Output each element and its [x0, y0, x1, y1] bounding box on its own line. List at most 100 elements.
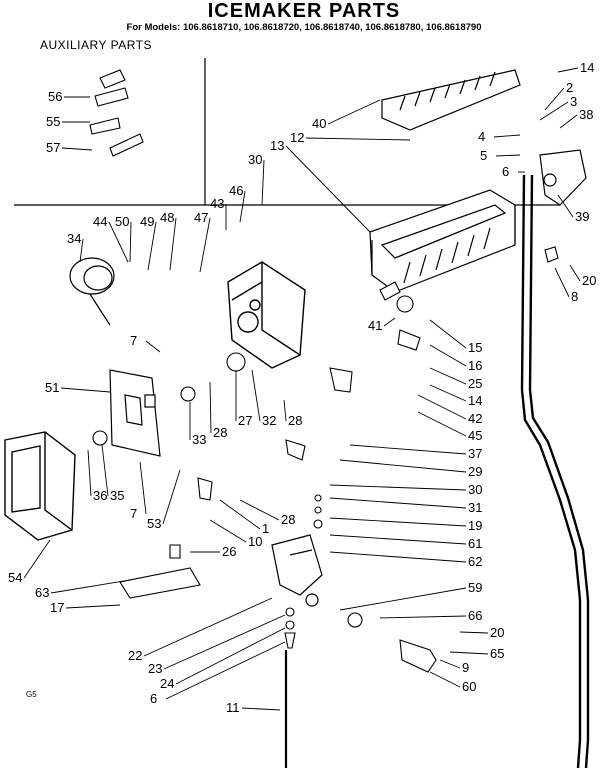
- fill-cup: [539, 149, 587, 206]
- callout-leader: [329, 497, 467, 509]
- callout-label: 14: [580, 60, 594, 75]
- callout-leader: [554, 267, 570, 298]
- callout-leader: [239, 499, 280, 521]
- callout-label: 13: [270, 138, 284, 153]
- callout-leader: [241, 707, 281, 711]
- callout-label: 38: [579, 107, 593, 122]
- callout-leader: [50, 579, 131, 594]
- callout-label: 57: [46, 140, 60, 155]
- callout-leader: [569, 264, 581, 282]
- callout-label: 16: [468, 358, 482, 373]
- callout-label: 6: [502, 164, 509, 179]
- callout-label: 59: [468, 580, 482, 595]
- callout-leader: [417, 394, 467, 420]
- callout-leader: [87, 449, 92, 497]
- callout-label: 48: [160, 210, 174, 225]
- callout-label: 23: [148, 661, 162, 676]
- callout-label: 53: [147, 516, 161, 531]
- callout-label: 30: [468, 482, 482, 497]
- callout-label: 20: [490, 625, 504, 640]
- callout-leader: [544, 87, 565, 111]
- callout-leader: [61, 147, 93, 151]
- callout-label: 11: [226, 700, 240, 715]
- callout-leader: [145, 340, 161, 353]
- callout-label: 61: [468, 536, 482, 551]
- callout-label: 12: [290, 130, 304, 145]
- callout-leader: [163, 614, 286, 670]
- callout-label: 7: [130, 506, 137, 521]
- callout-label: 8: [571, 289, 578, 304]
- callout-label: 24: [160, 676, 174, 691]
- callout-leader: [143, 597, 273, 657]
- callout-leader: [162, 469, 181, 525]
- callout-label: 42: [468, 411, 482, 426]
- callout-leader: [339, 459, 467, 473]
- callout-leader: [429, 319, 467, 349]
- callout-leader: [283, 399, 287, 422]
- callout-leader: [261, 159, 265, 206]
- callout-leader: [495, 154, 521, 157]
- auxiliary-parts-label: AUXILIARY PARTS: [40, 38, 152, 52]
- callout-label: 10: [248, 534, 262, 549]
- callout-leader: [329, 534, 467, 545]
- callout-leader: [329, 551, 467, 563]
- callout-label: 41: [368, 318, 382, 333]
- callout-label: 34: [67, 231, 81, 246]
- callout-leader: [79, 238, 84, 263]
- callout-label: 66: [468, 608, 482, 623]
- callout-label: 19: [468, 518, 482, 533]
- callout-label: 55: [46, 114, 60, 129]
- callout-leader: [129, 221, 132, 263]
- callout-leader: [417, 411, 467, 437]
- callout-leader: [439, 659, 461, 669]
- callout-label: 36: [93, 488, 107, 503]
- callout-label: 9: [462, 660, 469, 675]
- model-list: For Models: 106.8618710, 106.8618720, 10…: [126, 22, 482, 33]
- callout-label: 7: [130, 333, 137, 348]
- callout-leader: [108, 221, 129, 263]
- callout-label: 1: [262, 521, 269, 536]
- callout-leader: [429, 671, 461, 688]
- callout-label: 47: [194, 210, 208, 225]
- callout-leader: [429, 344, 467, 367]
- callout-leader: [383, 317, 396, 327]
- callout-label: 46: [229, 183, 243, 198]
- motor-housing: [227, 261, 306, 369]
- callout-leader: [169, 217, 177, 271]
- callout-label: 26: [222, 544, 236, 559]
- callout-label: 54: [8, 570, 22, 585]
- callout-leader: [305, 137, 411, 141]
- callout-leader: [339, 587, 467, 611]
- callout-label: 51: [45, 380, 59, 395]
- callout-label: 15: [468, 340, 482, 355]
- callout-leader: [493, 134, 521, 138]
- callout-leader: [239, 190, 246, 223]
- callout-label: 35: [110, 488, 124, 503]
- callout-label: 27: [238, 413, 252, 428]
- callout-leader: [285, 145, 371, 233]
- callout-leader: [60, 387, 111, 393]
- callout-label: 62: [468, 554, 482, 569]
- callout-leader: [329, 484, 467, 491]
- callout-label: 56: [48, 89, 62, 104]
- small-parts: [89, 69, 559, 673]
- callout-label: 33: [192, 432, 206, 447]
- callout-label: 32: [262, 413, 276, 428]
- callout-leader: [379, 615, 467, 619]
- callout-label: 50: [115, 214, 129, 229]
- corner-mark: G5: [26, 690, 37, 699]
- callout-label: 63: [35, 585, 49, 600]
- callout-leader: [559, 114, 578, 129]
- callout-leader: [449, 651, 489, 655]
- callout-leader: [327, 99, 381, 125]
- callout-label: 29: [468, 464, 482, 479]
- callout-leader: [139, 461, 147, 515]
- callout-leader: [429, 384, 467, 402]
- ejector-blade: [381, 69, 521, 131]
- callout-leader: [349, 444, 467, 455]
- callout-label: 44: [93, 214, 107, 229]
- callout-leader: [557, 67, 579, 73]
